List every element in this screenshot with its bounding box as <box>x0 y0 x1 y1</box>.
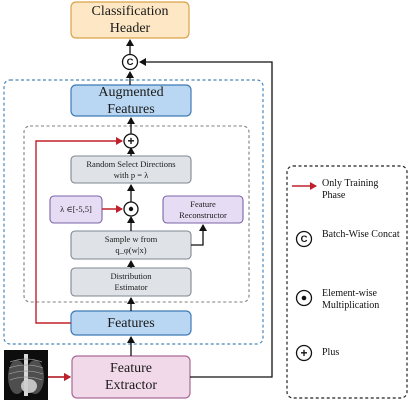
legend-concat-icon <box>295 230 313 248</box>
sample-to-reconstructor-arrow <box>191 224 207 246</box>
lambda-range-label: λ ∈[-5,5] <box>60 204 92 214</box>
feature-extractor-label: Feature Extractor <box>104 361 158 393</box>
distribution-estimator-label: Distribution Estimator <box>110 271 152 292</box>
concat-operator <box>121 53 139 71</box>
augmented-features-box <box>70 84 192 117</box>
legend-plus-glyph: + <box>300 346 308 360</box>
plus-operator <box>123 133 139 149</box>
feature-reconstructor-label: Feature Reconstructor <box>179 198 227 220</box>
legend-container <box>286 165 408 399</box>
features-label: Features <box>107 315 155 331</box>
augmented-features-label: Augmented Features <box>98 84 164 117</box>
legend-plus-label: Plus <box>322 347 340 358</box>
legend-batch-concat-label: Batch-Wise Concat <box>322 229 400 240</box>
extractor-to-concat-arrow <box>139 58 273 378</box>
sample-w-label: Sample w from q_φ(w|x) <box>104 234 158 255</box>
concat-glyph: C <box>126 56 134 68</box>
classification-header-box <box>70 1 190 39</box>
random-select-label: Random Select Directions with p = λ <box>86 158 176 180</box>
legend-concat-glyph: C <box>300 233 308 245</box>
classification-header-label: Classification Header <box>91 4 169 36</box>
legend-elementwise-label: Element-wise Multiplication <box>322 288 380 311</box>
feature-reconstructor-box <box>162 195 244 224</box>
inner-augmentation-container <box>23 125 250 303</box>
training-features-to-plus-arrow <box>35 137 123 324</box>
outer-augmentation-container <box>3 79 264 345</box>
chest-xray-image <box>4 350 48 400</box>
plus-glyph: + <box>127 134 135 148</box>
legend-only-training-label: Only Training Phase <box>322 178 379 201</box>
legend-plus-icon <box>295 344 313 362</box>
